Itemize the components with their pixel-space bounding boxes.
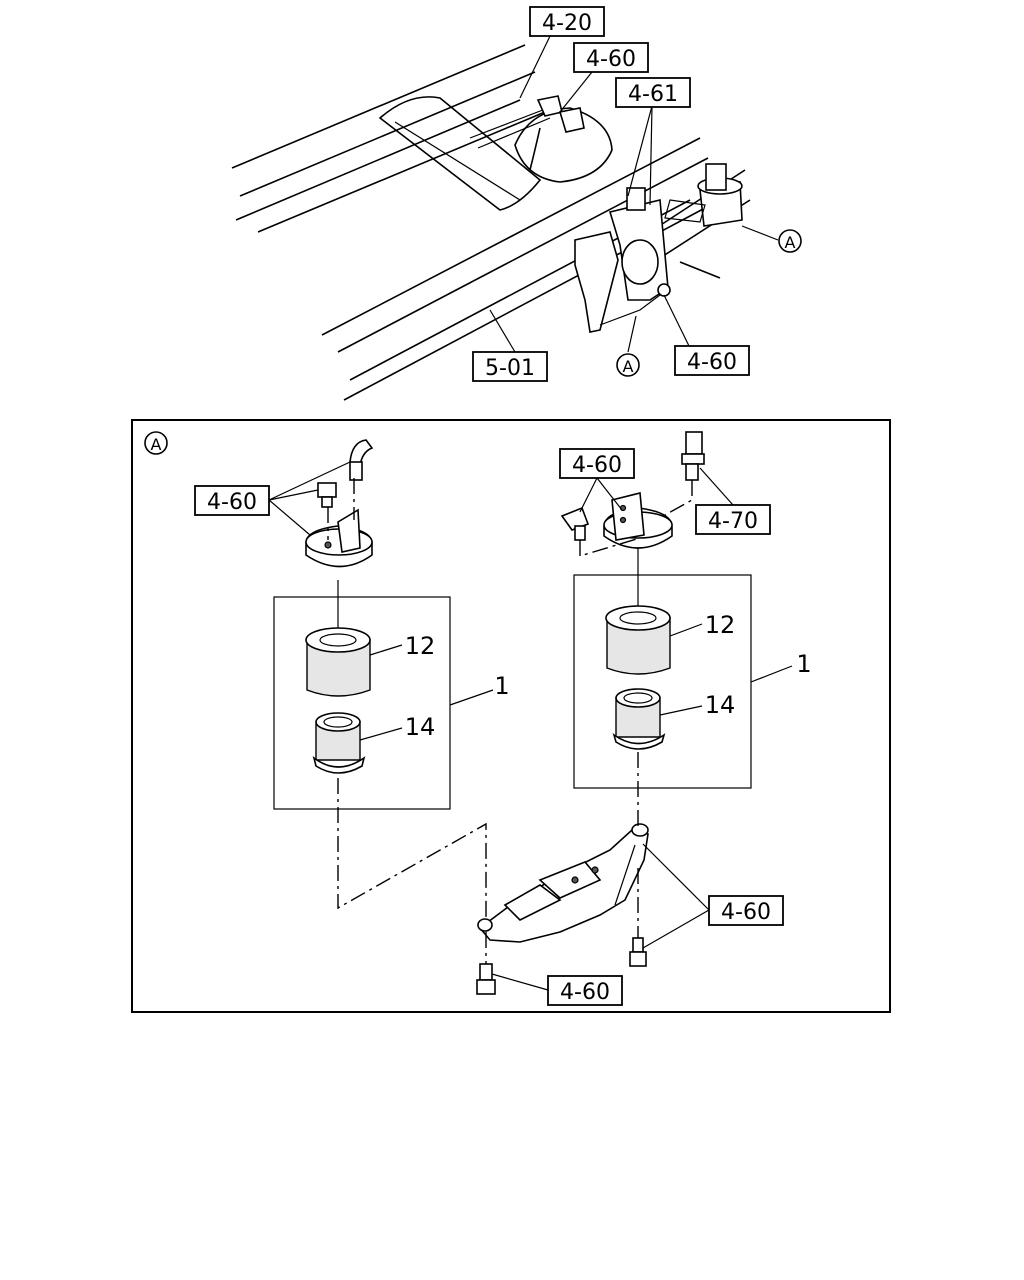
ref-4-60-detail-right[interactable]: 4-60 (559, 448, 635, 479)
ref-4-60-detail-bolt[interactable]: 4-60 (547, 975, 623, 1006)
top-air-spring-right (664, 163, 743, 227)
left-air-spring-12 (305, 627, 371, 697)
view-marker-a-right-label: A (785, 233, 796, 252)
part-number-left-14: 14 (405, 713, 436, 741)
left-upper-plate (305, 439, 374, 568)
view-marker-a-detail-label: A (151, 435, 162, 454)
part-number-left-12: 12 (405, 632, 436, 660)
detail-view-frame (131, 419, 891, 1013)
ref-4-20-label: 4-20 (542, 11, 592, 36)
ref-4-60-top-upper[interactable]: 4-60 (573, 42, 649, 73)
right-upper-plate (560, 431, 705, 549)
ref-4-61-top[interactable]: 4-61 (615, 77, 691, 108)
view-marker-a-center: A (616, 353, 640, 377)
suspension-bracket (477, 823, 649, 943)
right-piston-14 (612, 688, 666, 750)
right-assembly-box (573, 574, 752, 789)
bracket-bolt-right (629, 937, 647, 967)
ref-4-60-detail-bracket[interactable]: 4-60 (708, 895, 784, 926)
top-suspension-assembly (574, 187, 671, 333)
part-number-right-1: 1 (796, 650, 811, 678)
top-leaders (489, 31, 779, 353)
ref-4-60-bolt-label: 4-60 (560, 980, 610, 1005)
ref-4-70-detail[interactable]: 4-70 (695, 504, 771, 535)
ref-4-61-label: 4-61 (628, 82, 678, 107)
part-number-left-1: 1 (494, 672, 509, 700)
ref-4-60-lower-label: 4-60 (687, 350, 737, 375)
left-piston-14 (312, 712, 366, 774)
ref-4-60-detail-left[interactable]: 4-60 (194, 485, 270, 516)
ref-4-20-top[interactable]: 4-20 (529, 6, 605, 37)
view-marker-a-detail: A (144, 431, 168, 455)
part-number-right-12: 12 (705, 611, 736, 639)
ref-4-60-detail-right-label: 4-60 (572, 453, 622, 478)
frame-overview (231, 44, 751, 401)
ref-4-60-top-lower[interactable]: 4-60 (674, 345, 750, 376)
view-marker-a-right: A (778, 229, 802, 253)
ref-5-01-top[interactable]: 5-01 (472, 351, 548, 382)
view-marker-a-center-label: A (623, 357, 634, 376)
part-number-right-14: 14 (705, 691, 736, 719)
bracket-bolt-left (476, 963, 496, 995)
left-assembly-box (273, 596, 451, 810)
ref-4-60-detail-left-label: 4-60 (207, 490, 257, 515)
ref-4-60-upper-label: 4-60 (586, 47, 636, 72)
ref-4-70-label: 4-70 (708, 509, 758, 534)
right-air-spring-12 (605, 605, 671, 675)
ref-4-60-bracket-label: 4-60 (721, 900, 771, 925)
ref-5-01-label: 5-01 (485, 356, 535, 381)
